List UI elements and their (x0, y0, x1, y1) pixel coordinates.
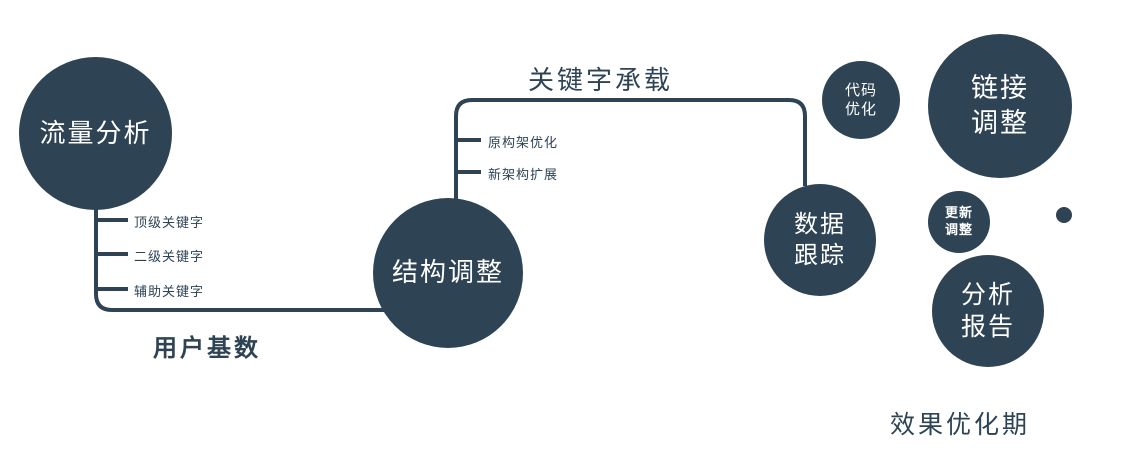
tick-label-new-architecture: 新架构扩展 (488, 167, 559, 182)
node-code-optimization-line1: 代码 (844, 81, 877, 99)
node-data-tracking-line1: 数据 (794, 210, 846, 238)
node-traffic-analysis: 流量分析 (19, 57, 172, 210)
node-link-adjustment-line1: 链接 (971, 72, 1029, 103)
footer-caption: 效果优化期 (890, 411, 1031, 439)
node-structure-adjustment: 结构调整 (373, 198, 523, 348)
node-update-adjustment-line2: 调整 (944, 222, 973, 237)
tick-label-original-architecture: 原构架优化 (488, 135, 559, 150)
edge-label-user-base: 用户基数 (153, 335, 261, 362)
node-analysis-report: 分析 报告 (932, 255, 1044, 367)
node-analysis-report-line1: 分析 (960, 280, 1015, 309)
edge-structure-to-tracking (454, 98, 807, 202)
node-update-adjustment-line1: 更新 (944, 205, 973, 221)
tick-label-top-keywords: 顶级关键字 (134, 215, 205, 230)
node-analysis-report-line2: 报告 (960, 313, 1015, 341)
node-update-adjustment: 更新 调整 (928, 191, 990, 253)
node-link-adjustment: 链接 调整 (928, 34, 1072, 178)
decorative-dot (1056, 207, 1072, 223)
node-code-optimization-line2: 优化 (844, 101, 877, 118)
node-code-optimization: 代码 优化 (822, 61, 900, 139)
tick-label-auxiliary-keywords: 辅助关键字 (134, 284, 205, 299)
node-structure-adjustment-label: 结构调整 (391, 257, 504, 288)
tick-label-secondary-keywords: 二级关键字 (134, 249, 205, 264)
node-link-adjustment-line2: 调整 (971, 108, 1029, 138)
node-traffic-analysis-label: 流量分析 (39, 117, 152, 148)
node-data-tracking: 数据 跟踪 (764, 184, 876, 296)
node-data-tracking-line2: 跟踪 (794, 242, 846, 269)
edge-label-keyword-bearing: 关键字承载 (528, 65, 674, 95)
